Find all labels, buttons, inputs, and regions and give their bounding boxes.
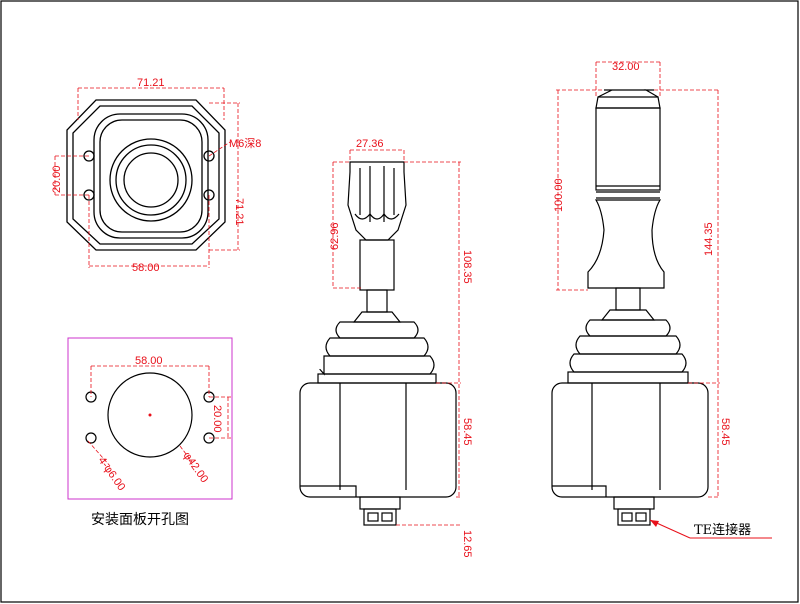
shaft (615, 287, 641, 311)
mounting-hole (203, 432, 215, 444)
connector (363, 508, 397, 526)
dim-knob-height: 62.96 (329, 222, 341, 250)
base-housing (299, 382, 457, 498)
mounting-hole (85, 432, 97, 444)
boot-ring (585, 319, 671, 337)
top-view (66, 99, 226, 251)
dim-knob-width: 27.36 (356, 138, 384, 150)
connector-body (359, 496, 401, 510)
te-connector-leader (649, 519, 772, 539)
front-view-dimensions (556, 61, 720, 498)
connector (617, 508, 651, 526)
panel-dimensions (87, 365, 232, 467)
side-view (299, 161, 457, 526)
boot-ring (319, 355, 435, 376)
dim-upper-total: 108.35 (461, 250, 473, 284)
boot-square (93, 113, 209, 239)
center-cutout-circle (107, 372, 193, 458)
connector-body (613, 496, 655, 510)
screw-hole (83, 150, 95, 162)
panel-cutout-frame (67, 337, 233, 500)
screw-hole (203, 150, 215, 162)
dim-grip-height: 100.00 (553, 178, 565, 212)
screw-hole (83, 189, 95, 201)
dim-panel-spacing-v: 20.00 (211, 405, 223, 433)
knob-neck (359, 239, 395, 291)
dim-flange-width: 71.21 (137, 77, 165, 89)
flange-inner-outline (72, 105, 220, 245)
center-mark (148, 413, 152, 417)
boot-ring-mid (115, 144, 187, 216)
grip-top (595, 96, 661, 109)
shaft (366, 289, 388, 313)
center-hole-label: φ42.00 (181, 450, 211, 485)
grip-handle (587, 199, 665, 289)
boot-ring (325, 337, 429, 357)
panel-caption: 安装面板开孔图 (91, 512, 189, 528)
base-housing (551, 382, 709, 498)
front-view (551, 89, 709, 526)
top-view-dimensions (54, 87, 240, 268)
grip-body (595, 107, 661, 191)
te-connector-label: TE连接器 (694, 522, 751, 538)
dim-panel-width: 58.00 (135, 355, 163, 367)
boot-ring (569, 353, 687, 373)
panel-holes-label: 4-φ6.00 (96, 455, 128, 493)
boot-ring (335, 321, 419, 339)
screw-hole (203, 189, 215, 201)
dim-hole-spacing-v: 20.00 (51, 165, 63, 193)
screw-thread-label: M6深8 (229, 137, 261, 150)
dim-connector-height: 12.65 (461, 530, 473, 558)
dim-flange-height: 71.21 (233, 198, 245, 226)
flange-outline (66, 99, 226, 251)
knob-outline (347, 161, 407, 241)
dim-total-height: 144.35 (703, 222, 715, 256)
dim-grip-width: 32.00 (612, 61, 640, 73)
side-view-dimensions (332, 149, 461, 526)
boot-square-inner (99, 119, 203, 233)
boot-ring-outer (109, 138, 193, 222)
shaft-cap (123, 152, 179, 208)
dim-hole-spacing-h: 58.00 (132, 262, 160, 274)
boot-ring (575, 335, 681, 355)
dim-base-height-front: 58.45 (719, 418, 731, 446)
dim-base-height: 58.45 (461, 418, 473, 446)
